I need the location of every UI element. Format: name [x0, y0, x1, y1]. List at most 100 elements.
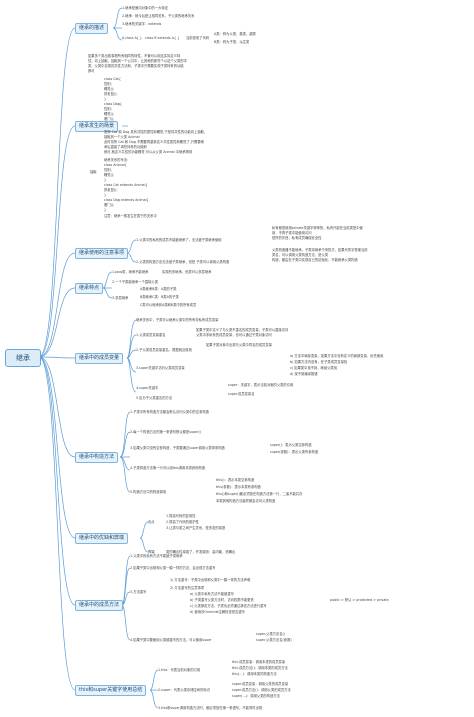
branch-inheritance-scenario[interactable]: 继承发生的场景 [75, 121, 119, 132]
var-3a: a) 方法中局部变量，如果方法中没有定义的局部变量，优先使用 [290, 354, 384, 358]
feature-1: 1.java类，继承不能继承 [112, 270, 149, 274]
code-line: } [104, 193, 107, 197]
method-3c: a) 父类中私有方法不能被重写 [190, 592, 234, 596]
feature-3a: A类继承B类：A类的子类 [140, 287, 177, 291]
branch-features[interactable]: 继承特点 [75, 283, 104, 294]
ctor-5d: 本类其他构造方法最终都会访问父类构造 [216, 499, 276, 503]
summary-this-b: this.成员方法()：调用本类的成员方法 [232, 666, 288, 670]
method-4a: super.父类方法名() [256, 632, 286, 636]
code-line: } [104, 97, 107, 101]
var-intro: 继承关系中，子类可以继承父类中的所有非私有成员变量 [136, 318, 219, 322]
ctor-3b: super(参数)：表示父类有参构造 [270, 450, 319, 454]
scenario-line-2: 性，向上抽取，抽取到一个公共中，让其他的那些个以这个父类的字 [88, 59, 187, 63]
var-1b: 父类中非私有的成员变量，也可以通过子类对象访问 [196, 333, 272, 337]
desc-code-b: class B extends A{ } [145, 36, 180, 40]
branch-usage-notes[interactable]: 继承使用的注意事项 [75, 248, 129, 259]
cons-label: 弊端 [148, 550, 155, 554]
summary-rule: 3.this和super调用构造方法时，都必须放在第一条语句，不能同时出现 [158, 706, 263, 710]
code-line: } [104, 208, 107, 212]
var-4a: super：关键字，表示当前对象的父类的引用 [228, 383, 294, 387]
method-3: 3.方法重写 [130, 590, 147, 594]
ctor-4: 4.子类构造方法第一行可以用this调用本类其他构造 [130, 466, 206, 470]
code-line: class Cat{ [104, 77, 121, 81]
var-5a: super.成员变量名 [228, 392, 255, 396]
desc-class-a: A类：称为父类，基类，超类 [214, 32, 256, 36]
pros-3: 3.让类与类之间产生关系，是多态的前提 [166, 526, 226, 530]
summary-this-a: this.成员变量：调用本类的成员变量 [232, 660, 286, 664]
code-line: class Cat extends Animal{ [104, 183, 148, 187]
desc-line-2: 2.继承：就今后是让相同关系，子父类的继承关系 [122, 14, 195, 18]
code-line: 看门(); [104, 203, 115, 207]
pros-label: 优点 [148, 520, 155, 524]
code-line: 性别; [104, 168, 112, 172]
pros-2: 2.提高了代码的维护性 [166, 520, 199, 524]
feature-3b: B类继承C类：B类A的子类 [140, 295, 179, 299]
note-private-detail-1: 私有都是使用private关键字修饰的，私有只能在当前类型中使 [272, 226, 363, 230]
method-2: 2.如果子类中出现和父类一模一样的方法，会出现方法重写 [130, 566, 216, 570]
extract-label: 抽取 [90, 170, 97, 174]
method-3b: 2) 方法重写的注意事项 [170, 586, 205, 590]
branch-constructors[interactable]: 继承中构造方法 [75, 452, 119, 463]
code-line: } [104, 178, 107, 182]
desc-class-b: B类：称为子类，派生类 [214, 40, 250, 44]
branch-member-variables[interactable]: 继承中的成员变量 [75, 353, 124, 364]
note-constructor-detail-3: 构造，都由在子类中实现自己的初始化，不能继承父类构造 [272, 258, 358, 262]
feature-1-detail: 实现的多继承，但类可以多层继承 [162, 270, 212, 274]
note-private: 1.父类中的私有的成员不能被继承了，无法被子类继承使用 [136, 238, 222, 242]
var-4: 4.super关键字 [136, 386, 159, 390]
note-private-detail-2: 用，不再子类中能使用访问 [272, 231, 312, 235]
branch-inheritance-description[interactable]: 继承的描述 [75, 23, 109, 34]
code-line: 性别; [104, 82, 112, 86]
pros-1: 1.提高代码的复用性 [166, 514, 196, 518]
code-line: 睡觉(); [104, 112, 115, 116]
ctor-5b: this(参数)：表示本类有参构造 [216, 485, 261, 489]
method-4: 4.如果子类中要使用父类被重写的方法，可以使用super [130, 638, 212, 642]
method-3d: b) 子类重写父类方法时，访问权限不能更低 [190, 598, 254, 602]
code-line: 性别; [104, 107, 112, 111]
code-line: } [104, 122, 107, 126]
code-line: 继承关系的写法: [104, 158, 129, 162]
scenario-line-1: 如果多个类出现事物所有相同的特性，不管可以用这实际定义特 [88, 54, 181, 58]
summary-this: 1.this：代表当前对象的引用 [158, 668, 201, 672]
ctor-5c: this()和super()都必须放在构造方法第一行，二者不能共存 [216, 492, 303, 496]
feature-3: 3.多层继承 [112, 296, 129, 300]
summary-super-c: super(...)：调用父类的构造方法 [232, 694, 280, 698]
var-2: 2.子父类成员变量重名，根据就近原则 [136, 348, 192, 352]
var-5: 5.区分子父类重名的方法 [136, 396, 173, 400]
summary-super: 2.super：代表父类存储空间的标识 [158, 688, 210, 692]
method-1: 1.父类中的私有方法不能被子类继承 [130, 554, 183, 558]
code-line: 抓老鼠(); [104, 92, 118, 96]
var-3: 3.super关键字访问父类成员变量 [136, 366, 185, 370]
extract-line-1: 发现 Cat 和 Dog 具有共性的属性和睡觉,于是将共性的功能向上抽取， [104, 130, 208, 134]
scenario-line-4: 即可 [88, 69, 95, 73]
desc-line-1: 1.继承是面向对象中的一大特征 [122, 6, 169, 10]
summary-this-c: this(...)：调用本类的构造方法 [232, 672, 277, 676]
code-line: 睡觉(); [104, 173, 115, 177]
var-2a: 如果子类对象中出现与父类中同名的成员变量 [206, 343, 272, 347]
feature-3c: C类可以继承到A类和B类中的所有成员 [140, 303, 197, 307]
cons-1: 类的耦合性增强了，开发原则：高内聚，低耦合 [166, 550, 236, 554]
code-line: class Dog extends Animal{ [104, 198, 149, 202]
var-1a: 如果子类中定义了与父类不重名的成员变量，子类可以直接访问 [196, 328, 289, 332]
method-4b: super.父类方法名(参数) [256, 638, 292, 642]
code-line: class Dog{ [104, 102, 122, 106]
ctor-1: 1.子类中所有构造方法都会默认访问父类中的空参构造 [130, 410, 209, 414]
extract-line-5: 就可,就定义共性的功能睡觉 可以从父类 Animal 中继承得到 [104, 150, 193, 154]
ctor-5: 5.构造方法中的构造调用 [130, 490, 167, 494]
note-constructor-detail-1: 父类构造器不能继承，子类将继承于来的方，如果代的字是使当前 [272, 248, 368, 252]
extract-line-3: 此时将所 Cat 和 Dog 不需要再重新定义共性属性和睡觉了,只需要继 [104, 140, 204, 144]
method-3a: 1) 方法重写：子类中出现和父类中一模一样的方法声明 [170, 578, 251, 582]
branch-this-super-summary[interactable]: this和super关键字使用总结 [75, 685, 147, 696]
ctor-2: 2.每一个构造方法的第一条语句默认都是super() [130, 430, 202, 434]
branch-pros-cons[interactable]: 继承中的优缺和弊端 [75, 533, 129, 544]
method-3g: d) 使用@Override注解检查是否重写 [190, 610, 245, 614]
note-constructor: 2.父类的构造方法无法被子类继承，但是 子类可以调用父类构造 [136, 260, 230, 264]
extract-line-2: 抽取到一个父类 Animal [104, 135, 140, 139]
extract-line-4: 承后直接了事些特有的功能即 [104, 145, 147, 149]
summary-super-a: super.成员变量：调用父类的成员变量 [232, 682, 289, 686]
root-node[interactable]: 继承 [5, 349, 41, 367]
code-line: 看门(); [104, 117, 115, 121]
summary-super-b: super.成员方法()：调用父类的成员方法 [232, 688, 291, 692]
code-line: class Animal{ [104, 163, 127, 167]
branch-member-methods[interactable]: 继承中的成员方法 [75, 600, 124, 611]
